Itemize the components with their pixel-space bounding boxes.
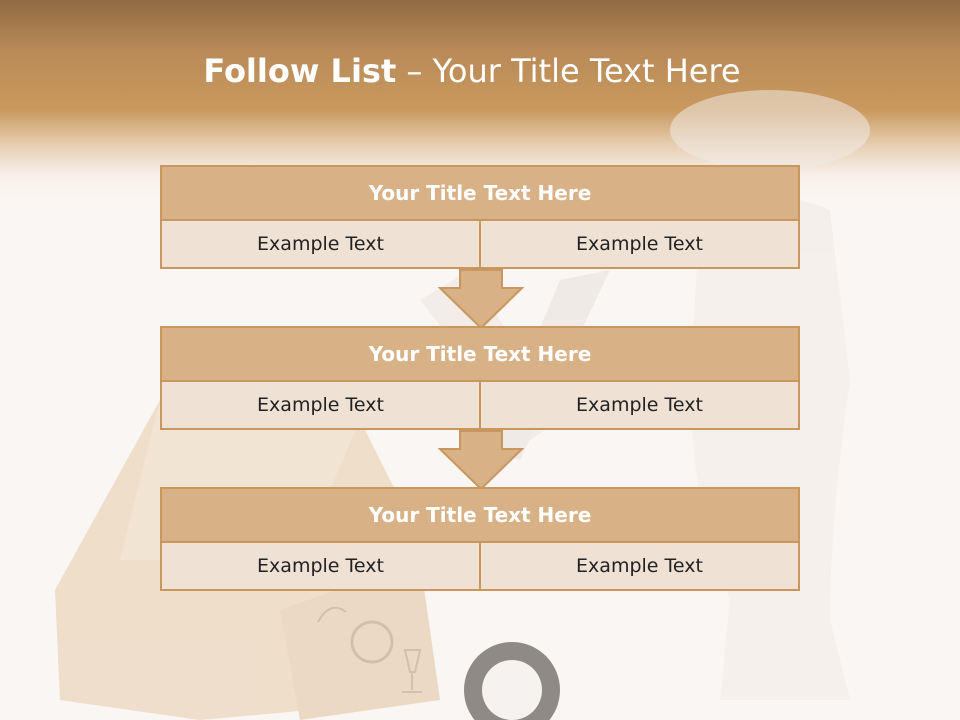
list-block-1: Your Title Text Here Example Text Exampl… — [160, 165, 800, 269]
wheel-hub — [482, 660, 542, 720]
block-title: Your Title Text Here — [160, 487, 800, 543]
list-block-2: Your Title Text Here Example Text Exampl… — [160, 326, 800, 430]
block-row: Example Text Example Text — [160, 219, 800, 269]
block-row: Example Text Example Text — [160, 541, 800, 591]
slide-title-rest: – Your Title Text Here — [396, 52, 741, 90]
slide-title-bold: Follow List — [203, 52, 397, 90]
block-cell-left: Example Text — [160, 219, 481, 269]
box-side — [280, 560, 440, 720]
recycle-icon — [350, 620, 394, 664]
figure-body — [690, 197, 850, 700]
list-block-3: Your Title Text Here Example Text Exampl… — [160, 487, 800, 591]
slide-title: Follow List – Your Title Text Here — [0, 52, 944, 90]
figure-head — [670, 90, 870, 170]
block-cell-left: Example Text — [160, 380, 481, 430]
block-cell-right: Example Text — [479, 541, 800, 591]
block-cell-right: Example Text — [479, 380, 800, 430]
umbrella-icon — [317, 606, 347, 623]
block-row: Example Text Example Text — [160, 380, 800, 430]
block-cell-left: Example Text — [160, 541, 481, 591]
block-cell-right: Example Text — [479, 219, 800, 269]
block-title: Your Title Text Here — [160, 326, 800, 382]
down-arrow-icon — [438, 430, 524, 491]
fragile-icon — [402, 649, 422, 693]
down-arrow-icon — [438, 269, 524, 330]
block-title: Your Title Text Here — [160, 165, 800, 221]
